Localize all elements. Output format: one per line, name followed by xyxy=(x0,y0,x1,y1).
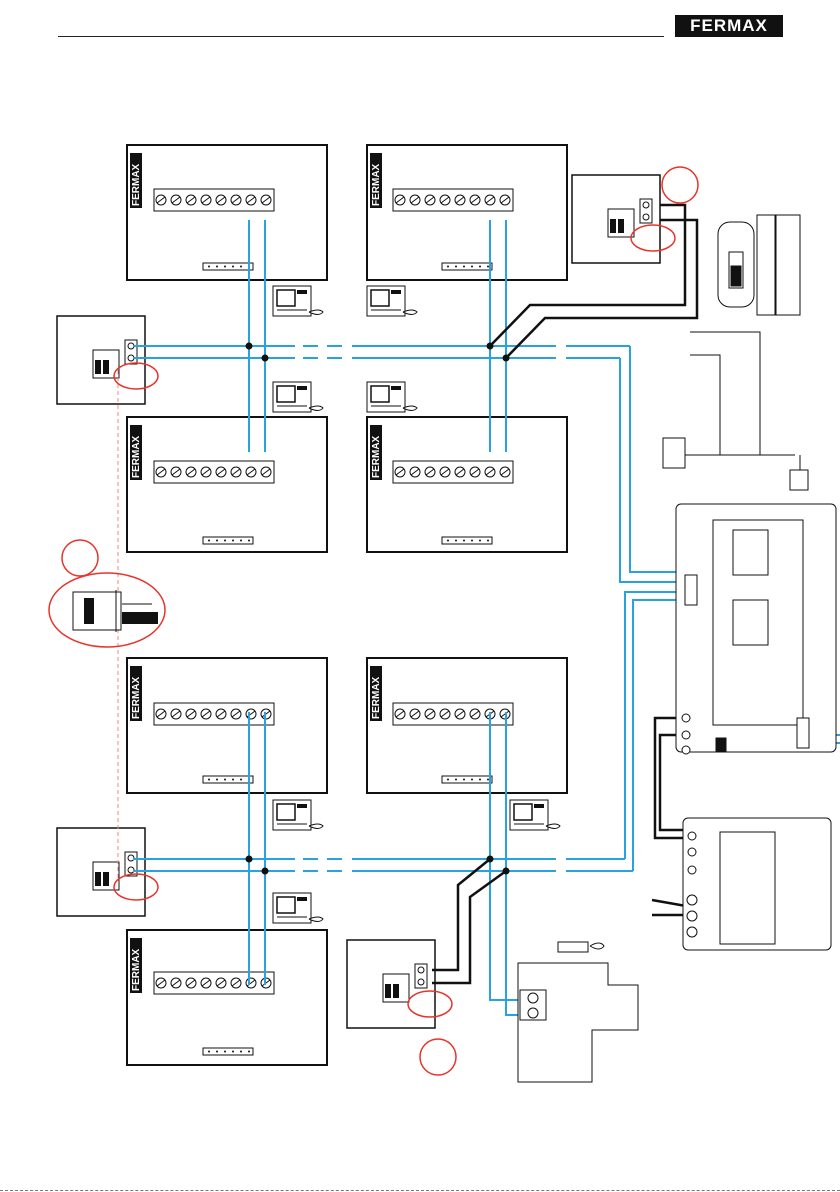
monitor-2-label: FERMAX xyxy=(371,163,382,206)
distributor-icon xyxy=(57,828,145,916)
video-unit xyxy=(683,818,831,950)
handset-monitor-icon xyxy=(273,286,323,316)
distributor-icon xyxy=(57,316,145,404)
monitor-2: FERMAX xyxy=(367,145,567,280)
handset-monitor-icon xyxy=(510,800,560,830)
transformer-icon xyxy=(718,215,800,315)
footer-rule xyxy=(0,1190,840,1191)
monitor-1-label: FERMAX xyxy=(131,163,142,206)
jumper-detail xyxy=(73,590,158,632)
monitor-7: FERMAX xyxy=(127,930,327,1065)
handset-monitor-icon xyxy=(273,382,323,412)
handset-monitor-icon xyxy=(273,893,323,923)
distributor-icon xyxy=(347,940,435,1028)
lock-wiring xyxy=(663,332,808,490)
handset-monitor-icon xyxy=(273,800,323,830)
handset-monitor-icon xyxy=(367,286,417,316)
monitor-3: FERMAX xyxy=(127,417,327,552)
monitor-6-label: FERMAX xyxy=(371,676,382,719)
monitor-3-label: FERMAX xyxy=(131,435,142,478)
handset-monitor-icon xyxy=(367,382,417,412)
monitor-5-label: FERMAX xyxy=(131,676,142,719)
monitor-1: FERMAX xyxy=(127,145,327,280)
monitor-4-label: FERMAX xyxy=(371,435,382,478)
monitor-7-label: FERMAX xyxy=(131,948,142,991)
power-supply-icon xyxy=(676,504,836,754)
outdoor-panel xyxy=(518,942,638,1082)
monitor-4: FERMAX xyxy=(367,417,567,552)
black-wiring xyxy=(432,205,697,983)
monitor-5: FERMAX xyxy=(127,658,327,793)
monitor-6: FERMAX xyxy=(367,658,567,793)
